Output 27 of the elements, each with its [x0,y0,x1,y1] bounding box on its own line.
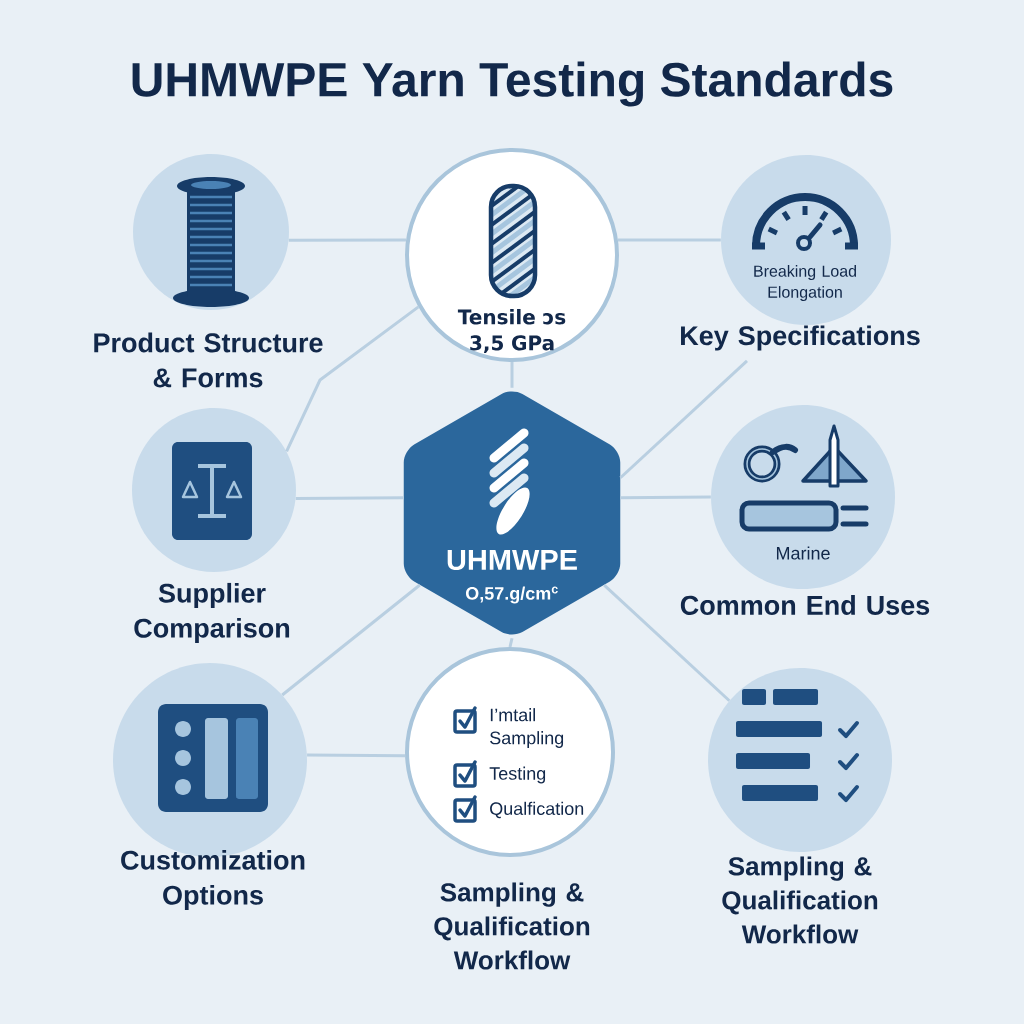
title: UHMWPE Yarn Testing Standards [132,61,893,107]
value-text: Tensile ɔs 3,5 GPa [457,309,566,353]
density-text: O,57.g/cm$^{c}$ [465,586,558,604]
hexagon-title: UHMWPE [447,549,577,571]
connector-line [307,753,406,758]
connector-line [620,495,711,500]
spec-text: Breaking Load Elongation [754,265,856,301]
use-label: Marine [777,546,830,560]
checklist-item: Testing [489,766,546,784]
heading: Sampling & Qualification Workflow [722,856,878,944]
checklist-item: Qualfication [490,801,584,819]
connector-line [281,583,421,697]
connector-line [288,238,407,242]
connector-line [617,238,721,242]
connector-line [285,305,420,453]
heading: Customization Options [121,849,305,911]
connector-line [295,496,404,501]
connector-line [510,362,514,388]
heading: Sampling & Qualification Workflow [434,882,590,970]
heading: Supplier Comparison [134,582,290,644]
connector-line [508,637,514,648]
checklist-item: I’mtail Sampling [490,708,564,748]
connector-line [603,583,731,702]
heading: Product Structure & Forms [94,332,323,388]
heading: Common End Uses [680,595,930,615]
heading: Key Specifications [681,325,920,351]
connector-line [619,359,749,479]
